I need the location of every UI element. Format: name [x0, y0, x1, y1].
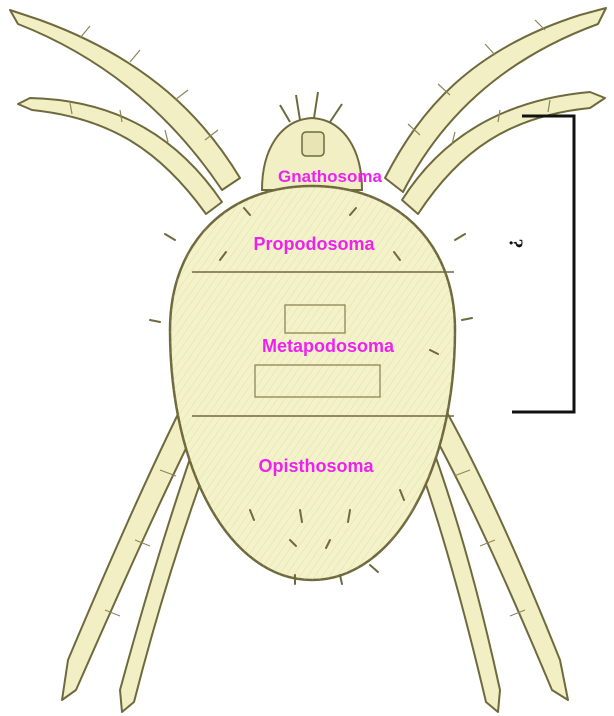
- bracket-question-mark: ?: [504, 239, 527, 249]
- label-opisthosoma: Opisthosoma: [258, 456, 373, 477]
- label-gnathosoma: Gnathosoma: [278, 167, 382, 187]
- label-propodosoma: Propodosoma: [253, 234, 374, 255]
- bracket: [512, 116, 574, 412]
- label-metapodosoma: Metapodosoma: [262, 336, 394, 357]
